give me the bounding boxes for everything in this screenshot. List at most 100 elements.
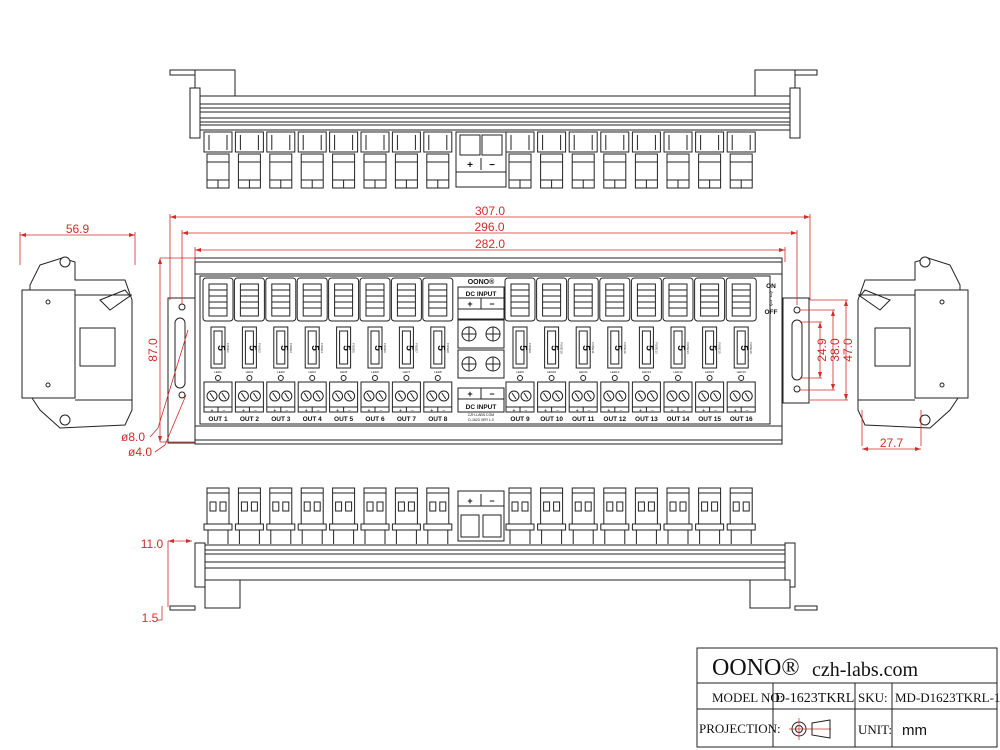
output-label: OUT 7 [397,416,417,423]
wire-entry [616,501,624,512]
terminal-plus: + [211,408,214,414]
wire-entry [345,501,353,512]
dim-slot-dia: ø8.0 [121,430,145,444]
fuse [213,330,223,365]
dim-overall-width: 307.0 [475,204,505,218]
line [637,392,643,400]
dc-input-label: DC INPUT [466,404,497,411]
terminal-plus: + [513,408,516,414]
fuse-label: FUSE11 [591,342,595,353]
module-top [631,131,661,153]
dim-slot-len: 24.9 [815,338,829,362]
left-side-view [21,256,133,429]
led-indicator [580,375,587,381]
fuse-label: FUSE9 [528,343,532,353]
unit-value: mm [902,722,927,739]
wire-entry [240,501,248,512]
dc-minus: − [489,299,494,309]
module-base [505,523,535,531]
output-label: OUT 10 [540,416,563,423]
fuse-rating: 5 [278,345,289,351]
module-base [568,523,598,531]
led-indicator [706,375,713,381]
led-label: LED8 [434,370,442,374]
wire-entry [407,501,415,512]
led-label: LED4 [308,370,316,374]
terminal-minus: − [223,408,226,414]
fuse [610,330,620,365]
rocker-switch-face [302,283,322,317]
hole [939,299,945,305]
dc-plus: + [467,299,472,309]
led-indicator [372,375,378,381]
side-connector [79,327,116,367]
led-label: LED3 [277,370,285,374]
terminal-plus: + [336,408,339,414]
terminal-minus: − [619,408,622,414]
terminal-minus: − [285,408,288,414]
side-bracket [914,289,969,399]
led-label: LED10 [547,370,557,374]
terminal-plus: + [576,408,579,414]
projection-label: PROJECTION: [699,721,781,736]
module-base [663,523,693,531]
fuse-rating: 5 [707,345,718,351]
line [164,394,187,446]
line [397,392,403,400]
title-block: OONO® czh-labs.com MODEL NO: D-1623TKRL … [696,647,1000,748]
terminal-minus: − [556,408,559,414]
terminal-plus: + [399,408,402,414]
terminal-plus: + [639,408,642,414]
terminal-plus: + [430,408,433,414]
dim-mount-pitch: 296.0 [474,220,504,234]
first-angle-projection-icon [789,718,831,740]
rocker-switch-face [542,283,562,317]
line [511,392,517,400]
module-top [297,131,327,153]
terminal-minus: − [588,408,591,414]
sku-value: MD-D1623TKRL-1 [895,690,1000,705]
module-base [297,523,327,531]
dc-input-label-box [457,286,505,320]
fuse-rating: 5 [309,345,320,351]
line [681,392,687,400]
fuse-label: FUSE13 [654,342,658,354]
fuse-rating: 5 [215,345,226,351]
dim-hole-pitch: 38.0 [828,338,842,362]
terminal-plus: + [544,408,547,414]
wire-entry [209,501,217,512]
output-label: OUT 6 [365,416,385,423]
line [315,392,321,400]
led-indicator [277,375,284,381]
dimension-arrow [862,447,921,451]
terminal-minus: − [746,408,749,414]
line [732,392,738,400]
rocker-switch-face [271,283,291,317]
wire-entry [376,501,384,512]
terminal-plus: + [273,408,276,414]
module-top [568,131,598,153]
dc-minus: − [489,496,494,506]
led-indicator [517,375,523,381]
led-label: LED14 [673,370,683,374]
rocker-switch-face [365,283,385,317]
side-connector [874,327,911,367]
sku-label: SKU: [858,690,888,705]
fuse-rating: 5 [675,345,686,351]
fuse-label: FUSE12 [623,342,627,354]
led-label: LED6 [371,370,379,374]
fuse [705,330,715,365]
line [574,392,580,400]
module-top [360,131,390,153]
line [303,392,309,400]
line [713,392,719,400]
title-website: czh-labs.com [812,659,919,681]
fuse-label: FUSE14 [686,342,690,354]
line [154,444,166,453]
mount-hole [178,391,186,399]
fuse-label: FUSE5 [352,343,356,353]
keyhole-slot [791,319,803,381]
arrow-up-icon: ⇧ [768,290,775,299]
fuse-rating: 5 [517,345,528,351]
